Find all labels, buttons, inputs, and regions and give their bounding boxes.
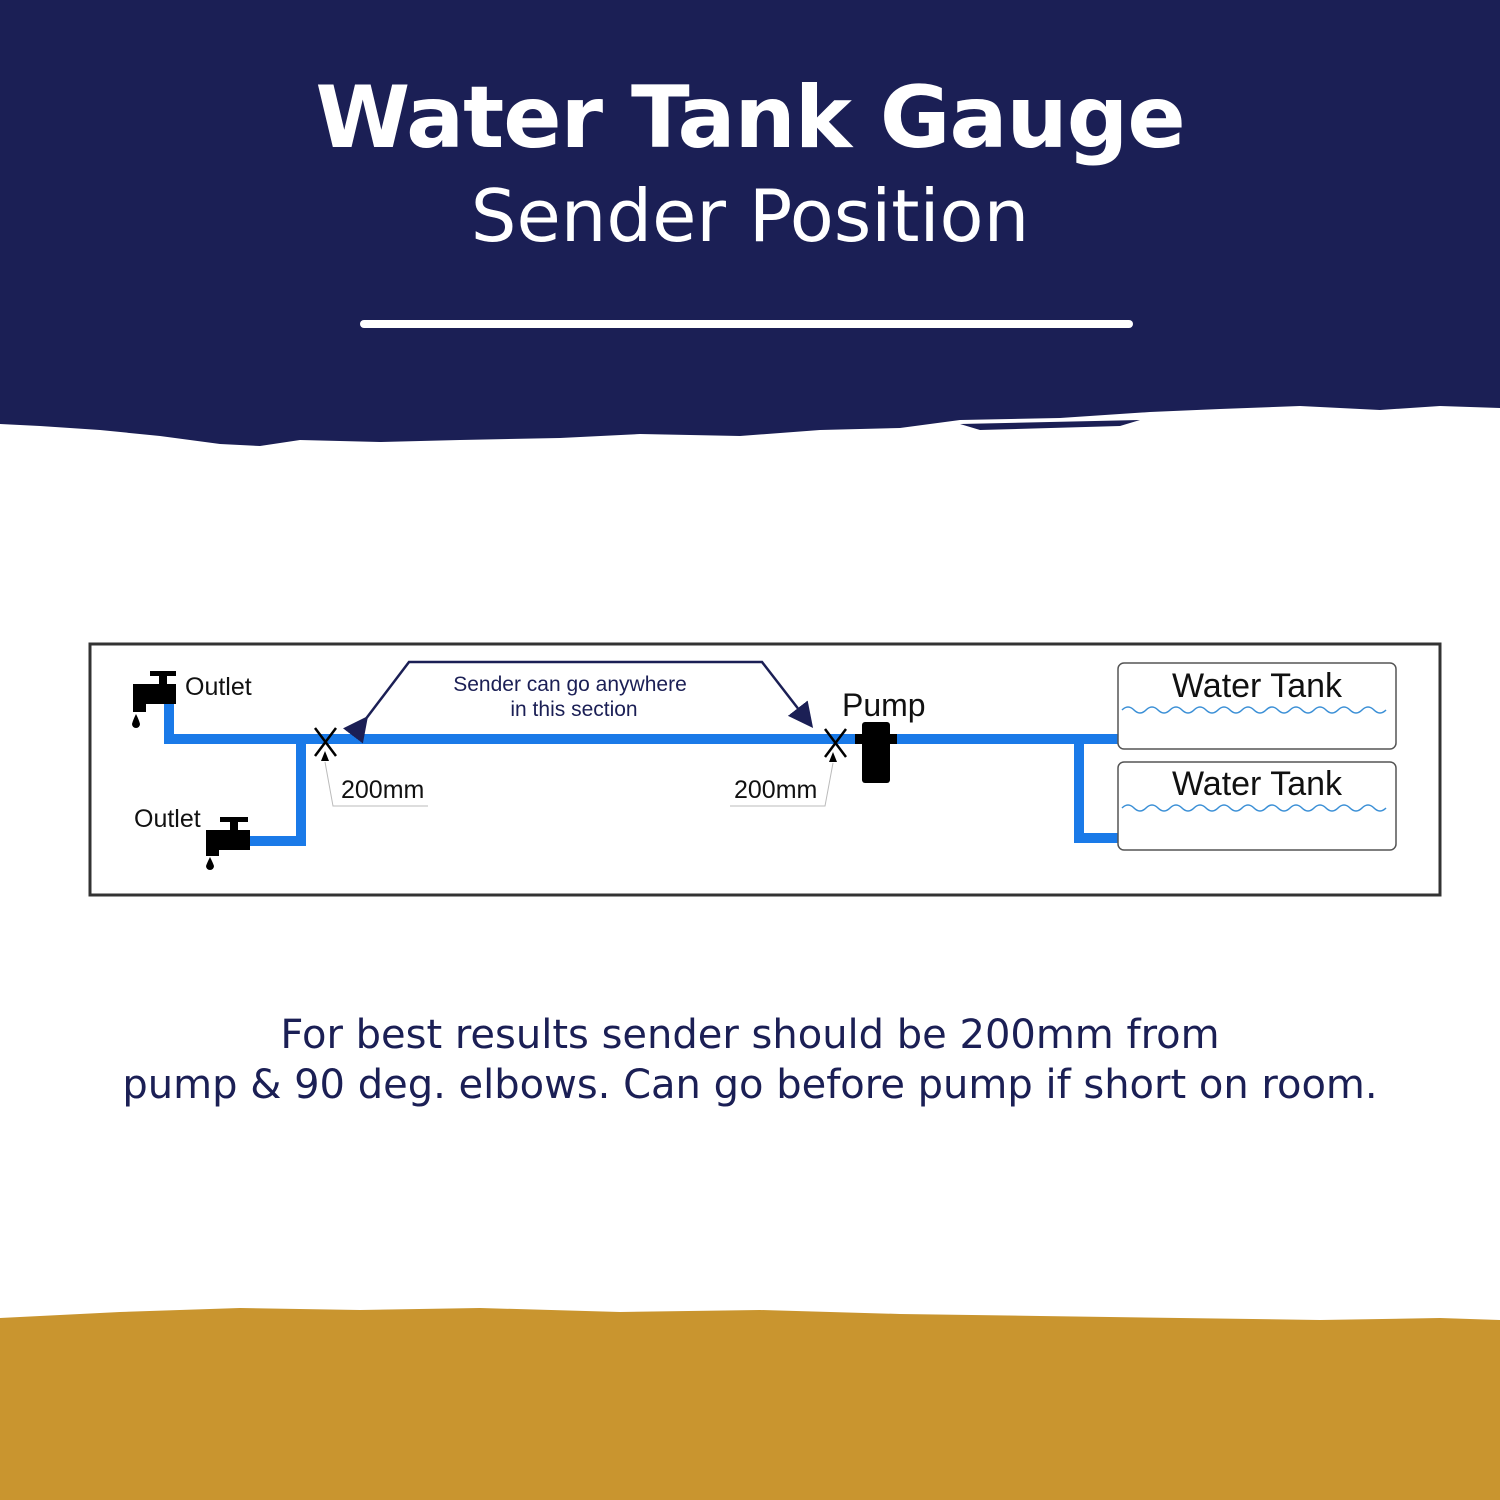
caption: For best results sender should be 200mm …: [0, 1010, 1500, 1110]
distance-right-label: 200mm: [734, 776, 817, 804]
arrow-up-icon: [829, 752, 837, 762]
caption-line2: pump & 90 deg. elbows. Can go before pum…: [122, 1062, 1378, 1108]
pipe-bottom-outlet: [250, 739, 306, 846]
pump-label: Pump: [842, 687, 926, 723]
footer-band: [0, 1308, 1500, 1500]
pipe-tank-branch: [1074, 739, 1118, 843]
water-tank-top: Water Tank: [1117, 662, 1397, 750]
page-title: Water Tank Gauge: [315, 68, 1185, 168]
sender-position-mark: [824, 728, 847, 758]
title-divider: [360, 320, 1133, 328]
pump-icon: [855, 722, 897, 783]
water-surface-icon: [1121, 804, 1387, 812]
caption-line1: For best results sender should be 200mm …: [280, 1012, 1220, 1058]
page-subtitle: Sender Position: [470, 174, 1030, 258]
tank-bottom-label: Water Tank: [1172, 765, 1343, 803]
header-band: [0, 0, 1500, 446]
outlet-top-label: Outlet: [185, 673, 252, 701]
tap-icon: [206, 817, 250, 870]
distance-left-label: 200mm: [341, 776, 424, 804]
section-note-line2: in this section: [510, 698, 637, 721]
distance-leader: [730, 762, 834, 807]
section-note-line1: Sender can go anywhere: [453, 673, 687, 696]
section-callout-bracket: [342, 660, 814, 744]
distance-leader: [324, 761, 428, 807]
sender-position-mark: [314, 727, 337, 757]
tap-icon: [132, 671, 176, 728]
outlet-bottom-label: Outlet: [134, 805, 201, 833]
arrow-up-icon: [321, 751, 329, 761]
water-surface-icon: [1121, 706, 1387, 714]
tank-top-label: Water Tank: [1172, 667, 1343, 705]
water-tank-bottom: Water Tank: [1117, 761, 1397, 851]
